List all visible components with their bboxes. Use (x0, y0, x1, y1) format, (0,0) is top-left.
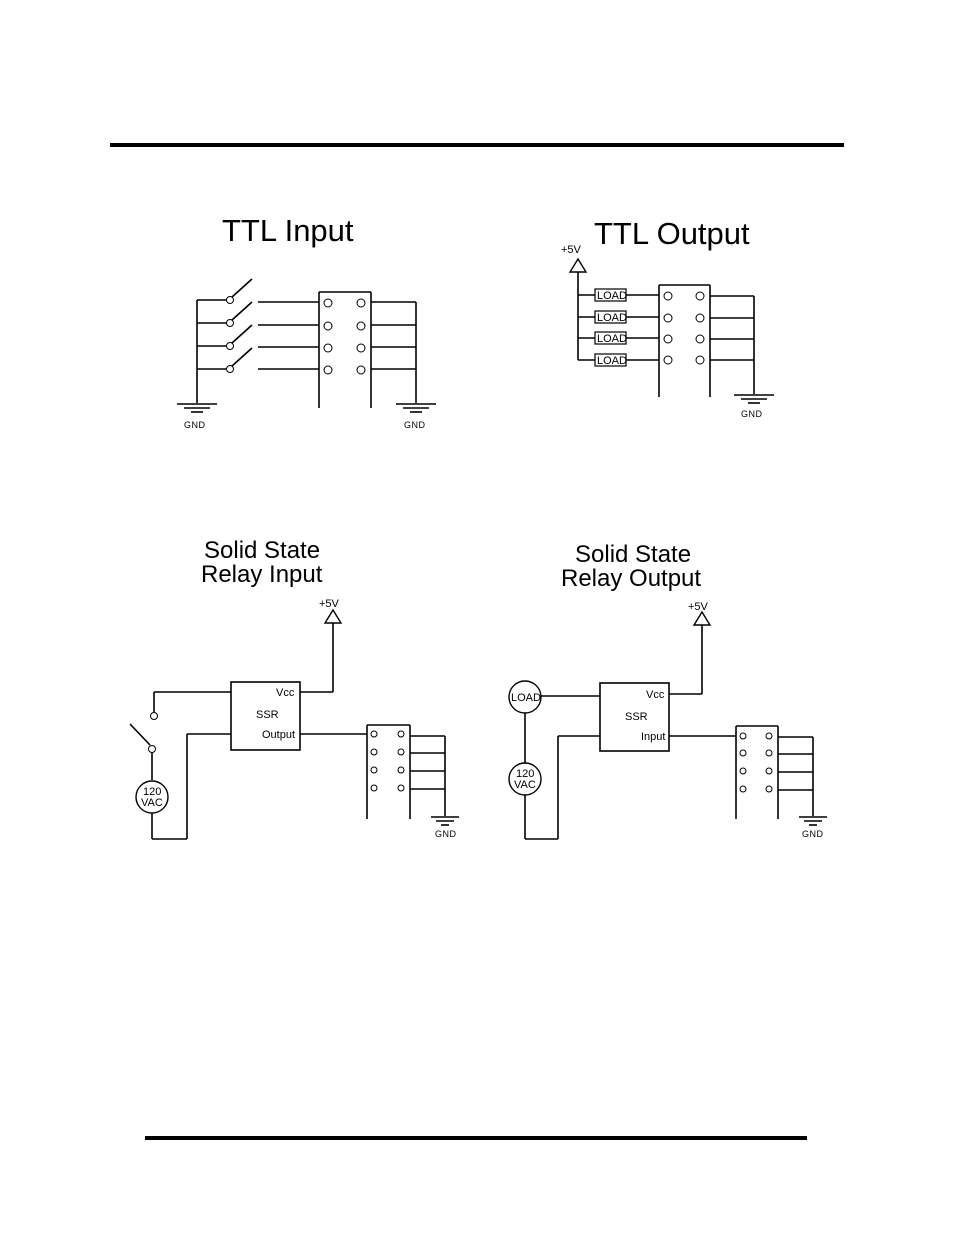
ttl-input-switches (197, 279, 319, 373)
switch-contact (151, 713, 158, 720)
vcc-arrow-icon (325, 610, 341, 623)
ssr-name: SSR (625, 711, 648, 723)
ssr-input-vcc-label: +5V (319, 598, 340, 610)
ground-symbol (396, 404, 436, 412)
ground-symbol (177, 404, 217, 412)
load-label: LOAD (597, 333, 627, 345)
ttl-input-gnd-left: GND (184, 420, 206, 430)
ac-line2: VAC (514, 779, 536, 791)
ttl-input-diagram: TTL Input (177, 213, 436, 430)
ssr-input-diagram: Solid State Relay Input +5V Vcc SSR Outp… (130, 537, 459, 839)
ttl-output-connector-pins (664, 292, 704, 364)
ssr-input-title-line1: Solid State (204, 537, 320, 564)
ssr-input-pin: Input (641, 731, 665, 743)
ac-line2: VAC (141, 797, 163, 809)
ttl-input-gnd-right: GND (404, 420, 426, 430)
ttl-output-title: TTL Output (594, 216, 750, 251)
ground-symbol (799, 817, 827, 825)
ssr-name: SSR (256, 709, 279, 721)
load-label: LOAD (597, 290, 627, 302)
vcc-arrow-icon (570, 259, 586, 272)
ttl-output-loads: LOAD LOAD LOAD LOAD (578, 289, 659, 367)
ssr-output-diagram: Solid State Relay Output +5V Vcc SSR Inp… (509, 541, 827, 839)
ssr-input-title-line2: Relay Input (201, 561, 323, 588)
ttl-output-gnd: GND (741, 409, 763, 419)
switch-contact (149, 746, 156, 753)
ttl-input-connector-pins (324, 299, 365, 374)
ssr-output-connector-pins (740, 733, 772, 792)
load-label: LOAD (597, 355, 627, 367)
ttl-input-title: TTL Input (222, 213, 354, 248)
ground-symbol (431, 817, 459, 825)
ttl-output-diagram: TTL Output +5V LOAD LOAD LOAD LOAD (561, 216, 774, 419)
ssr-vcc-pin: Vcc (646, 689, 665, 701)
footer-rule (145, 1136, 807, 1140)
ssr-input-gnd: GND (435, 829, 457, 839)
ssr-output-title-line2: Relay Output (561, 565, 701, 592)
ssr-output-load: LOAD (511, 692, 541, 704)
load-label: LOAD (597, 312, 627, 324)
ssr-output-pin: Output (262, 729, 295, 741)
ssr-vcc-pin: Vcc (276, 687, 295, 699)
ground-symbol (734, 395, 774, 403)
ssr-output-title-line1: Solid State (575, 541, 691, 568)
ttl-output-vcc-label: +5V (561, 244, 582, 256)
ssr-output-gnd: GND (802, 829, 824, 839)
ssr-output-vcc-label: +5V (688, 601, 709, 613)
switch-blade (130, 724, 150, 745)
header-rule (110, 143, 844, 147)
ssr-input-connector-pins (371, 731, 404, 791)
vcc-arrow-icon (694, 612, 710, 625)
